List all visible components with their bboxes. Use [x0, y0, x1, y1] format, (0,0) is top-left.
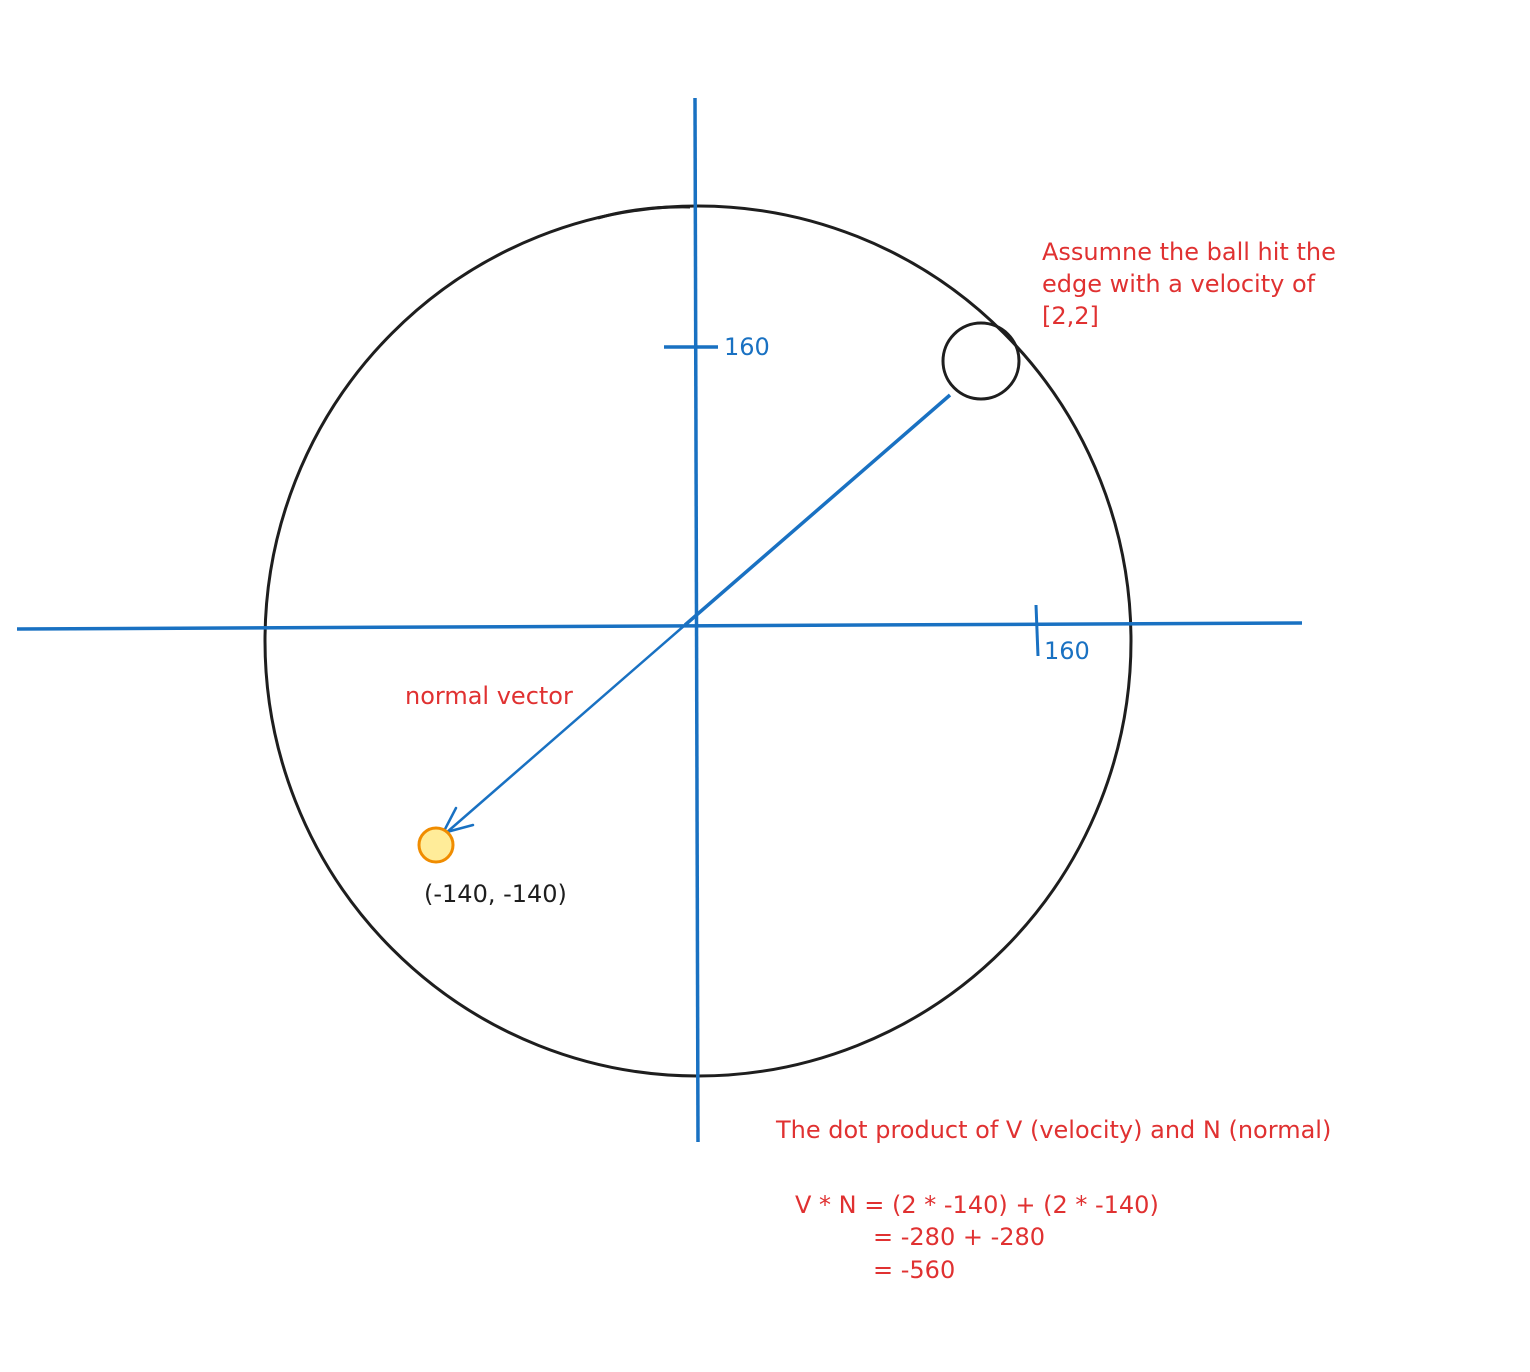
x-axis [16, 621, 1303, 631]
dot-product-title: The dot product of V (velocity) and N (n… [776, 1116, 1332, 1144]
x-axis-tick [1034, 604, 1040, 657]
y-tick-label: 160 [724, 333, 770, 361]
ball-to-origin-line [683, 393, 952, 627]
equation-line-3: = -560 [873, 1256, 956, 1284]
normal-vector-label: normal vector [405, 682, 573, 710]
point-coordinate-label: (-140, -140) [424, 880, 567, 908]
assumption-line-2: edge with a velocity of [1042, 270, 1316, 298]
equation-line-1: V * N = (2 * -140) + (2 * -140) [795, 1191, 1159, 1219]
normal-vector-arrow [445, 624, 686, 834]
ball [941, 321, 1021, 401]
assumption-line-3: [2,2] [1042, 302, 1099, 330]
assumption-line-1: Assumne the ball hit the [1042, 238, 1336, 266]
y-axis [693, 97, 700, 1143]
boundary-circle-overlap-stroke [597, 205, 691, 220]
x-tick-label: 160 [1044, 637, 1090, 665]
equation-line-2: = -280 + -280 [873, 1223, 1046, 1251]
normal-vector-arrowhead [441, 806, 475, 835]
normal-point [417, 826, 455, 864]
